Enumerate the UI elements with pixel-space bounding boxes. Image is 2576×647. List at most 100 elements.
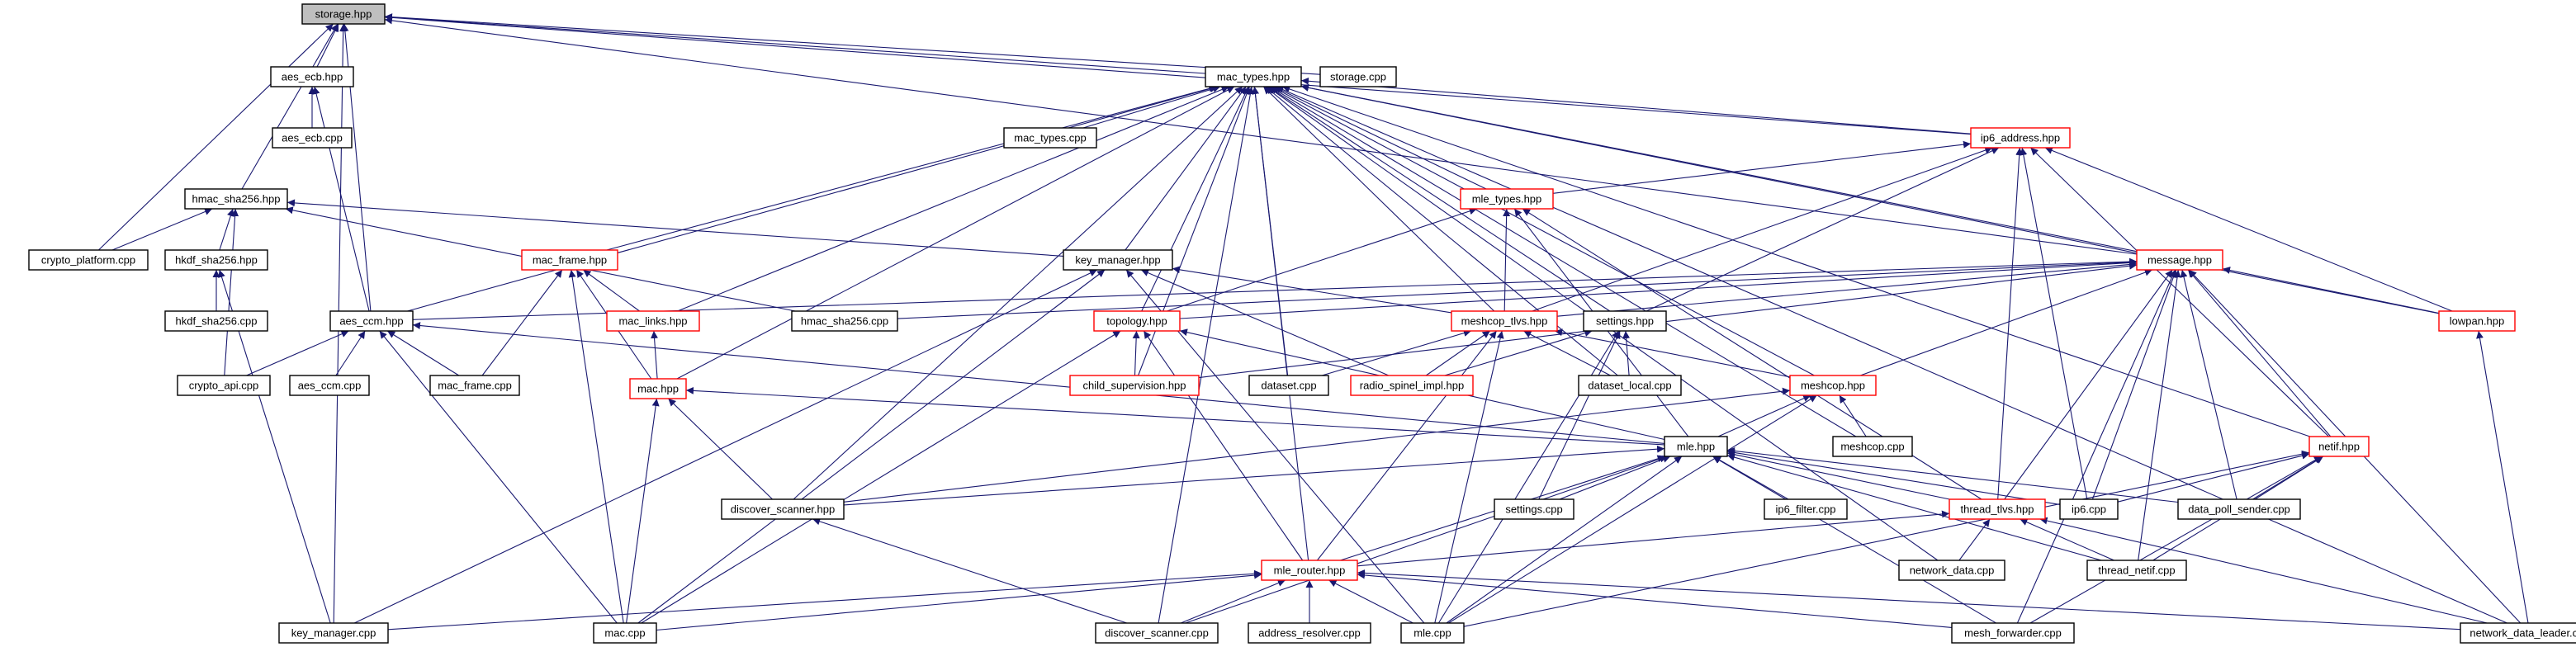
include-edge-dataset-local-cpp-to-meshcop-tlvs-hpp [1523,330,1611,376]
node-lowpan-hpp[interactable]: lowpan.hpp [2438,310,2516,332]
include-edge-ip6-cpp-to-ip6-address-hpp [2020,147,2088,500]
node-box [164,310,268,332]
include-edge-meshcop-tlvs-hpp-to-message-hpp [1556,261,2138,317]
include-edge-network-data-leader-cpp-to-mac-types-hpp [1276,86,2507,624]
include-edge-thread-netif-cpp-to-message-hpp [2138,269,2181,561]
node-crypto-api-cpp[interactable]: crypto_api.cpp [177,375,271,396]
node-box [289,375,370,396]
include-edge-topology-hpp-to-message-hpp [1179,259,2138,319]
node-hmac-sha256-cpp[interactable]: hmac_sha256.cpp [791,310,898,332]
node-message-hpp[interactable]: message.hpp [2136,249,2223,271]
node-aes-ccm-cpp[interactable]: aes_ccm.cpp [289,375,370,396]
node-box [1451,310,1558,332]
node-mle-router-hpp[interactable]: mle_router.hpp [1261,560,1358,581]
node-label: address_resolver.cpp [1258,627,1361,640]
node-mac-types-hpp[interactable]: mac_types.hpp [1205,66,1302,87]
node-label: network_data_leader.cpp [2469,627,2576,640]
node-aes-ecb-cpp[interactable]: aes_ecb.cpp [272,127,353,149]
include-edge-data-poll-sender-cpp-to-mle-hpp [1726,446,2179,503]
node-hkdf-sha256-cpp[interactable]: hkdf_sha256.cpp [164,310,268,332]
node-meshcop-cpp[interactable]: meshcop.cpp [1832,436,1913,457]
node-radio-spinel-impl-hpp[interactable]: radio_spinel_impl.hpp [1350,375,1474,396]
include-edge-discover-scanner-hpp-to-mac-types-hpp [793,86,1243,500]
node-box [329,310,414,332]
node-box [2308,436,2370,457]
include-edge-ip6-cpp-to-netif-hpp [2117,451,2310,503]
include-edge-crypto-api-cpp-to-hmac-sha256-hpp [224,208,239,376]
node-network-data-cpp[interactable]: network_data.cpp [1898,560,2005,581]
node-discover-scanner-cpp[interactable]: discover_scanner.cpp [1095,622,1219,644]
node-hmac-sha256-hpp[interactable]: hmac_sha256.hpp [184,188,288,210]
node-settings-cpp[interactable]: settings.cpp [1494,498,1574,520]
include-edge-netif-hpp-to-ip6-address-hpp [2030,147,2329,437]
node-storage-cpp[interactable]: storage.cpp [1319,66,1397,87]
node-address-resolver-cpp[interactable]: address_resolver.cpp [1248,622,1371,644]
include-edge-hkdf-sha256-hpp-to-hmac-sha256-hpp [219,208,234,251]
node-box [606,310,700,332]
include-edge-lowpan-hpp-to-ip6-address-hpp [2044,147,2453,312]
node-netif-hpp[interactable]: netif.hpp [2308,436,2370,457]
node-network-data-leader-cpp[interactable]: network_data_leader.cpp [2460,622,2576,644]
node-label: meshcop_tlvs.hpp [1461,315,1548,328]
node-mle-hpp[interactable]: mle.hpp [1664,436,1728,457]
node-mle-cpp[interactable]: mle.cpp [1400,622,1465,644]
node-thread-netif-cpp[interactable]: thread_netif.cpp [2086,560,2187,581]
node-box [429,375,520,396]
node-label: discover_scanner.cpp [1105,627,1209,640]
node-mac-frame-cpp[interactable]: mac_frame.cpp [429,375,520,396]
node-discover-scanner-hpp[interactable]: discover_scanner.hpp [721,498,845,520]
node-box [791,310,898,332]
node-key-manager-cpp[interactable]: key_manager.cpp [278,622,389,644]
node-key-manager-hpp[interactable]: key_manager.hpp [1063,249,1173,271]
include-edge-settings-hpp-to-ip6-address-hpp [1646,147,2000,312]
node-thread-tlvs-hpp[interactable]: thread_tlvs.hpp [1949,498,2046,520]
node-mle-types-hpp[interactable]: mle_types.hpp [1460,188,1554,210]
node-hkdf-sha256-hpp[interactable]: hkdf_sha256.hpp [164,249,268,271]
node-mac-frame-hpp[interactable]: mac_frame.hpp [521,249,618,271]
include-edge-ip6-cpp-to-message-hpp [2091,269,2177,500]
include-edge-lowpan-hpp-to-mac-types-hpp [1300,83,2440,314]
node-mac-links-hpp[interactable]: mac_links.hpp [606,310,700,332]
node-aes-ecb-hpp[interactable]: aes_ecb.hpp [270,66,354,87]
node-label: mle_types.hpp [1472,193,1542,205]
node-mac-types-cpp[interactable]: mac_types.cpp [1003,127,1097,149]
node-meshcop-tlvs-hpp[interactable]: meshcop_tlvs.hpp [1451,310,1558,332]
node-box [28,249,149,271]
node-box [1350,375,1474,396]
node-topology-hpp[interactable]: topology.hpp [1093,310,1181,332]
node-box [270,66,354,87]
node-settings-hpp[interactable]: settings.hpp [1583,310,1667,332]
node-ip6-filter-cpp[interactable]: ip6_filter.cpp [1764,498,1848,520]
node-label: aes_ecb.cpp [282,132,343,144]
node-ip6-cpp[interactable]: ip6.cpp [2059,498,2119,520]
node-label: settings.cpp [1505,503,1562,516]
node-label: lowpan.hpp [2450,315,2505,328]
node-storage-hpp[interactable]: storage.hpp [301,3,386,25]
include-edge-aes-ccm-cpp-to-aes-ccm-hpp [335,330,366,376]
node-child-supervision-hpp[interactable]: child_supervision.hpp [1069,375,1200,396]
node-box [272,127,353,149]
node-box [1949,498,2046,520]
node-box [593,622,657,644]
include-edge-mle-hpp-to-aes-ccm-hpp [412,322,1665,444]
node-dataset-cpp[interactable]: dataset.cpp [1248,375,1329,396]
node-data-poll-sender-cpp[interactable]: data_poll_sender.cpp [2177,498,2301,520]
node-aes-ccm-hpp[interactable]: aes_ccm.hpp [329,310,414,332]
include-edge-storage-cpp-to-storage-hpp [384,13,1321,75]
include-edge-mesh-forwarder-cpp-to-mle-router-hpp [1357,571,1953,628]
node-ip6-address-hpp[interactable]: ip6_address.hpp [1970,127,2071,149]
include-edge-ip6-cpp-to-mle-hpp [1726,449,2061,505]
node-label: meshcop.cpp [1840,441,1904,453]
node-label: ip6_address.hpp [1981,132,2060,144]
node-box [1951,622,2075,644]
node-meshcop-hpp[interactable]: meshcop.hpp [1789,375,1877,396]
node-box [1970,127,2071,149]
node-dataset-local-cpp[interactable]: dataset_local.cpp [1578,375,1682,396]
include-edge-meshcop-cpp-to-meshcop-hpp [1839,394,1867,437]
node-mac-hpp[interactable]: mac.hpp [629,378,687,399]
node-mac-cpp[interactable]: mac.cpp [593,622,657,644]
node-label: mac_types.hpp [1217,71,1290,83]
node-crypto-platform-cpp[interactable]: crypto_platform.cpp [28,249,149,271]
include-edge-mle-router-hpp-to-meshcop-tlvs-hpp [1316,330,1498,561]
node-mesh-forwarder-cpp[interactable]: mesh_forwarder.cpp [1951,622,2075,644]
